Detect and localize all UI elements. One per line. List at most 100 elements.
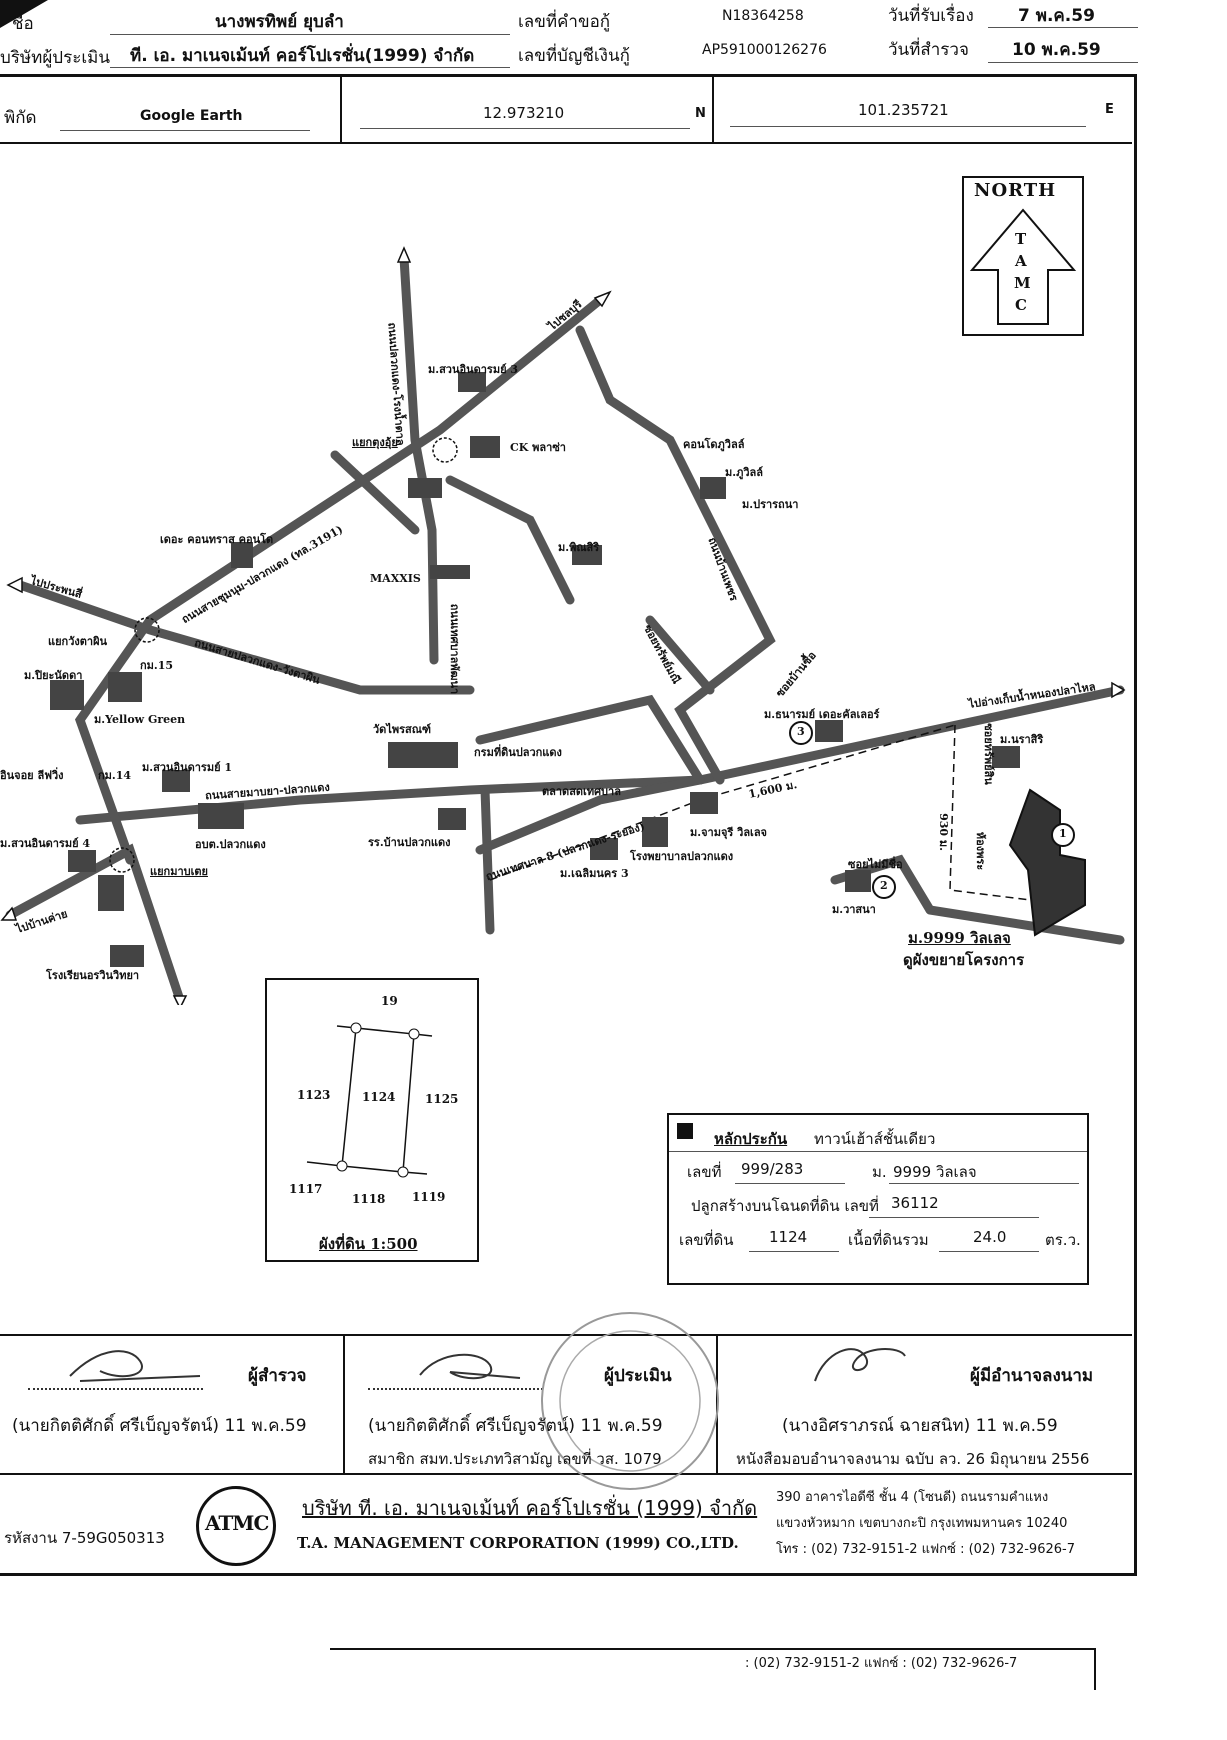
collateral-square-icon <box>677 1123 693 1139</box>
house-icon <box>690 792 718 814</box>
plot-diagram <box>306 1022 433 1178</box>
house-icon <box>992 746 1020 768</box>
coords-label: พิกัด <box>4 108 37 128</box>
label-m-wasana: ม.วาสนา <box>832 903 876 916</box>
arrow-west-icon <box>6 576 23 594</box>
plot-left-no: 1123 <box>297 1088 331 1102</box>
direction-arrows <box>0 246 1126 1005</box>
arrow-north-icon <box>396 246 412 263</box>
label-m-thanarom: ม.ธนารมย์ เดอะคัลเลอร์ <box>764 708 880 721</box>
appraiser-role: ผู้ประเมิน <box>604 1366 672 1386</box>
label-school-ban: รร.บ้านปลวกแดง <box>368 836 451 849</box>
label-in-joy: อินจอย ลีฟวิ่ง <box>0 769 64 782</box>
road-pluak-rayong <box>480 785 495 935</box>
north-box: NORTH T A M C <box>962 176 1084 336</box>
arrow-northeast-icon <box>593 290 612 308</box>
building-icon <box>50 680 84 710</box>
road-southwest <box>74 615 155 865</box>
surveyor-name: (นายกิตติศักดิ์ ศรีเบ็ญจรัตน์) 11 พ.ค.59 <box>12 1416 307 1436</box>
job-code: รหัสงาน 7-59G050313 <box>4 1529 165 1547</box>
coords-lon-dir: E <box>1105 102 1114 117</box>
coords-lat-dir: N <box>695 106 706 121</box>
road-to-project <box>925 905 1125 945</box>
label-land-office: กรมที่ดินปลวกแดง <box>474 746 562 759</box>
label-wat: วัดไพรสณฑ์ <box>373 723 432 736</box>
location-map <box>0 246 1126 1005</box>
label-project-name: ม.9999 วิลเลจ <box>908 929 1011 947</box>
building-icon <box>108 672 142 702</box>
marker-3 <box>789 721 813 745</box>
intersection-marker-1 <box>432 437 458 463</box>
company-th: บริษัท ที. เอ. มาเนจเม้นท์ คอร์โปเรชั่น … <box>302 1496 758 1520</box>
arrow-southwest-icon <box>0 906 18 921</box>
label-maxxis: MAXXIS <box>370 572 421 585</box>
loan-account: AP591000126276 <box>702 42 827 58</box>
label-obt: อบต.ปลวกแดง <box>195 838 266 851</box>
building-icon <box>430 565 470 579</box>
route-930 <box>949 724 1031 901</box>
village: 9999 วิลเลจ <box>893 1163 977 1181</box>
appraiser-signature <box>419 1353 521 1380</box>
label-school-2: โรงเรียนอรวินวิทยา <box>46 969 140 982</box>
label-m-phuwill: ม.ภูวิลล์ <box>725 466 763 479</box>
label-m-suanindara4: ม.สวนอินดารมย์ 4 <box>0 837 91 850</box>
label-condo-1: เดอะ คอนทราส คอนโด <box>160 533 274 546</box>
request-no: N18364258 <box>722 8 804 24</box>
label-m-chamjuri: ม.จามจุรี วิลเลจ <box>690 826 767 839</box>
north-letter-c: C <box>1015 296 1027 314</box>
coords-lon: 101.235721 <box>858 101 949 119</box>
north-title: NORTH <box>974 180 1057 201</box>
company-en: T.A. MANAGEMENT CORPORATION (1999) CO.,L… <box>297 1534 739 1552</box>
land-no: 1124 <box>769 1228 808 1246</box>
building-icon <box>408 478 442 498</box>
authorized-role: ผู้มีอำนาจลงนาม <box>970 1366 1094 1386</box>
plot-top-no: 19 <box>381 994 398 1008</box>
plot-bottom-left: 1117 <box>289 1182 323 1196</box>
label-ck-plaza: CK พลาซ่า <box>510 441 566 454</box>
building-icon <box>642 817 668 847</box>
authorized-name: (นางอิศราภรณ์ ฉายสนิท) 11 พ.ค.59 <box>782 1416 1058 1436</box>
label-condo-sitev: คอนโดภูวิลล์ <box>683 438 745 451</box>
label-intersection-1: แยกตุงอุ้ย <box>352 436 398 449</box>
intersection-marker-3 <box>109 847 135 873</box>
road-loop <box>575 325 776 785</box>
address-2: แขวงหัวหมาก เขตบางกะปิ กรุงเทพมหานคร 102… <box>776 1516 1068 1531</box>
label-m-prarona: ม.ปรารถนา <box>742 498 799 511</box>
area-unit: ตร.ว. <box>1045 1231 1081 1249</box>
loan-account-label: เลขที่บัญชีเงินกู้ <box>518 46 630 66</box>
house-icon <box>162 770 190 792</box>
house-icon <box>68 850 96 872</box>
house-no: 999/283 <box>741 1160 804 1178</box>
project-site <box>1008 788 1086 937</box>
address-1: 390 อาคารไอดีซี ชั้น 4 (โซนดี) ถนนรามคำแ… <box>776 1490 1049 1505</box>
marker-1-label: 1 <box>1059 827 1067 840</box>
marker-1 <box>1051 823 1075 847</box>
deed-no: 36112 <box>891 1194 939 1212</box>
area-label: เนื้อที่ดินรวม <box>848 1231 929 1249</box>
plot-bottom-right: 1119 <box>412 1190 446 1204</box>
authorized-doc: หนังสือมอบอำนาจลงนาม ฉบับ ลว. 26 มิถุนาย… <box>736 1450 1090 1468</box>
roads <box>5 253 1125 1005</box>
label-hong-phra: ห้องพระ <box>974 831 988 871</box>
deed-label: ปลูกสร้างบนโฉนดที่ดิน เลขที่ <box>691 1197 879 1215</box>
appraiser-member: สมาชิก สมท.ประเภทวิสามัญ เลขที่ วส. 1079 <box>368 1450 662 1468</box>
coords-lat: 12.973210 <box>483 104 565 122</box>
label-soi-4: ซอยทรัพย์สิน <box>981 723 995 785</box>
north-arrow-icon <box>969 208 1077 325</box>
label-m-piyanat: ม.ปิยะนัดดา <box>24 669 83 682</box>
building-icon <box>98 875 124 911</box>
corner-mark <box>0 0 48 28</box>
label-intersection-3: แยกมาบเตย <box>150 865 208 878</box>
label-m-chalermnakhon: ม.เฉลิมนคร 3 <box>560 867 629 880</box>
collateral-box: หลักประกัน ทาวน์เฮ้าส์ชั้นเดียว เลขที่ 9… <box>667 1113 1089 1285</box>
school-icon <box>198 803 244 829</box>
plot-bottom-center: 1118 <box>352 1192 386 1206</box>
label-intersection-2: แยกวังตาผิน <box>48 635 108 648</box>
company-label: บริษัทผู้ประเมิน <box>0 48 110 68</box>
road-north <box>399 253 439 665</box>
label-m-pinsiri: ม.พิณสิริ <box>558 541 600 554</box>
arrow-east-icon <box>1111 681 1126 699</box>
north-letter-a: A <box>1015 252 1027 270</box>
village-label: ม. <box>872 1163 887 1181</box>
phone: โทร : (02) 732-9151-2 แฟกซ์ : (02) 732-9… <box>776 1542 1075 1557</box>
